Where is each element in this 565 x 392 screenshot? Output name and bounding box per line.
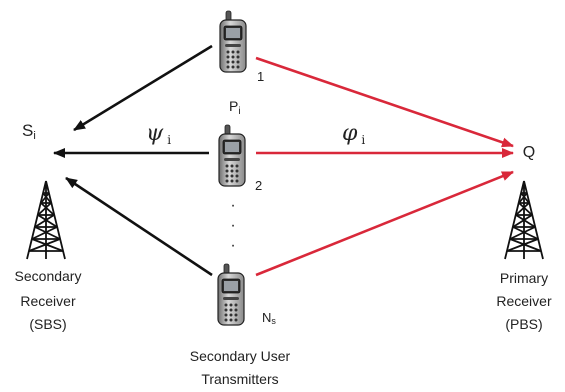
mobile-phone-1-icon — [219, 10, 247, 73]
primary-receiver-label-line-1: Primary — [500, 270, 548, 286]
link-phone-n-to-primary — [255, 170, 514, 277]
secondary-receiver-label-line-2: Receiver — [20, 293, 76, 309]
secondary-receiver-label-line-1: Secondary — [15, 268, 82, 284]
transmit-power-label: Pi — [229, 98, 241, 117]
mobile-phone-2-icon — [218, 124, 246, 187]
transmitter-1-label: 1 — [257, 69, 264, 84]
ellipsis-dot-3: · — [230, 237, 235, 254]
primary-base-station-tower-icon — [504, 180, 544, 260]
link-phone-1-to-secondary — [73, 44, 213, 132]
transmitter-n: Ns — [217, 263, 276, 326]
link-phone-n-to-secondary — [65, 176, 213, 277]
secondary-receiver-label-line-3: (SBS) — [29, 316, 66, 332]
ellipsis-dot-2: · — [230, 217, 235, 234]
link-phone-1-to-primary — [255, 56, 514, 148]
transmitters-group-label-line-2: Transmitters — [201, 371, 278, 387]
secondary-base-station-tower-icon — [26, 180, 66, 260]
primary-receiver-label-line-3: (PBS) — [505, 316, 542, 332]
ellipsis-dot-1: · — [230, 197, 235, 214]
transmitter-ellipsis: · · · — [230, 197, 235, 254]
transmitter-2: Pi 2 — [218, 98, 262, 193]
primary-links — [255, 56, 514, 277]
secondary-links — [53, 44, 213, 277]
transmitter-n-label: Ns — [262, 310, 276, 326]
transmitter-2-label: 2 — [255, 178, 262, 193]
secondary-receiver-symbol: Si — [22, 121, 36, 142]
primary-receiver-label-line-2: Receiver — [496, 293, 552, 309]
secondary-user-transmitters: 1 Pi 2 · · · Ns Secondary User Transmitt… — [190, 10, 291, 387]
secondary-receiver: Si Secondary Receiver (SBS) — [15, 121, 82, 332]
primary-receiver: Q Primary Receiver (PBS) — [496, 144, 552, 332]
primary-receiver-symbol: Q — [523, 144, 535, 161]
transmitters-group-label-line-1: Secondary User — [190, 348, 291, 364]
transmitter-1: 1 — [219, 10, 264, 84]
mobile-phone-n-icon — [217, 263, 245, 326]
